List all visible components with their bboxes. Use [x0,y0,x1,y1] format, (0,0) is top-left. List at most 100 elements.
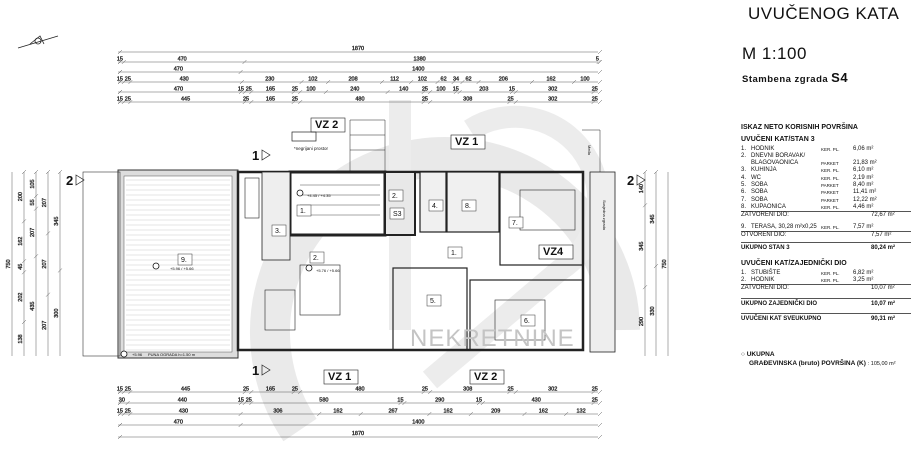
dim-tick [427,99,433,105]
cell-n: 5. [741,182,747,189]
dim-label: 430 [180,77,189,83]
dim-label: 55 [30,199,36,205]
dim-label: 580 [319,398,328,404]
cell-n: 1. [741,145,747,152]
dim-tick [476,400,482,406]
dim-label: 34 [453,77,459,83]
stan-title: UVUČENI KAT/STAN 3 [741,136,815,144]
dim-tick [117,69,123,75]
dim-tick [513,99,518,105]
stan-closed: ZATVORENI DIO:72,67 m² [741,211,911,219]
dim-tick [358,411,363,417]
dim-label: 112 [390,77,399,83]
dim-label: 25 [246,398,252,404]
dim-tick [509,89,515,95]
dim-label: 430 [179,409,188,415]
label: ZATVORENI DIO: [741,212,789,219]
cell-name: KUPAONICA [751,203,786,210]
drawing-scale: M 1:100 [742,44,807,63]
dim-label: 25 [592,87,598,93]
zone-label: VZ 2 [474,371,497,383]
section-mark: 1 [252,148,259,163]
dim-label: 25 [292,387,298,393]
cell-n: 2. [741,277,747,284]
cell-floor: KER. PL. [821,175,840,181]
dim-label: 435 [30,302,36,311]
room-number: 9. [181,257,187,264]
dim-label: 25 [592,387,598,393]
dim-tick [117,411,123,417]
zone-label: VZ 1 [328,371,351,383]
note-unheated: *negrijani prostor [294,146,329,151]
dim-label: 240 [350,87,359,93]
cell-n: 1. [741,269,747,276]
dim-tick [476,79,481,85]
dim-label: 302 [548,97,557,103]
dim-tick [298,389,303,395]
cell-name: SOBA [751,196,768,203]
cell-n: 6. [741,189,747,196]
dim-label: 15 [476,398,482,404]
dim-label: 25 [243,97,249,103]
dim-label: 308 [463,387,472,393]
dim-tick [591,400,596,406]
dim-label: 162 [546,77,555,83]
dim-label: 45 [18,264,24,270]
dim-label: 140 [639,184,645,193]
dim-label: 207 [42,321,48,330]
room-number: 1. [300,208,306,215]
dim-label: 5 [596,57,599,63]
gross-value: : 105,00 m² [867,361,896,367]
dim-label: 1380 [413,57,425,63]
dim-tick [299,79,304,85]
dim-tick [513,89,518,95]
dim-tick [427,411,432,417]
dim-label: 25 [592,97,598,103]
value: 10,07 m² [871,300,896,307]
cell-name: SOBA [751,189,768,196]
dim-tick [460,79,465,85]
dim-label: 345 [650,214,656,223]
dim-tick [121,411,126,417]
dim-tick [427,389,433,395]
dim-label: 15 [117,97,123,103]
dim-label: 25 [243,387,249,393]
room-number: 2. [392,193,398,200]
dim-label: 308 [463,97,472,103]
level-marker-icon [305,264,313,272]
room-number: 2. [313,255,319,262]
dim-label: 25 [125,97,131,103]
section-mark: 2 [627,173,634,188]
label: UKUPNO ZAJEDNIČKI DIO [741,300,818,307]
dim-label: 1400 [412,420,424,426]
cell-floor: KER. PL. [821,224,840,230]
room-number: 5. [430,298,436,305]
dim-tick [451,79,456,85]
room-number: 3. [275,228,281,235]
dim-tick [507,99,512,105]
dim-tick [242,389,247,395]
dim-label: 206 [499,77,508,83]
cell-floor: KER. PL. [821,204,840,210]
dim-label: 203 [479,87,488,93]
cell-floor: PARKET [821,190,839,196]
dim-tick [291,389,296,395]
gross-label: GRAĐEVINSKA (bruto) POVRŠINA (K) [749,360,866,367]
dim-tick [421,99,426,105]
dim-label: 162 [333,409,342,415]
value: 10,07 m² [871,285,895,292]
dim-total-top: 1870 [352,46,364,52]
dim-tick [571,79,577,85]
dim-label: 25 [422,97,428,103]
dim-label: 100 [306,87,315,93]
dim-label: 25 [422,387,428,393]
cell-n: 9. [741,223,747,230]
level-stair: +4.45 / +4.35 [307,193,331,198]
cell-n: 2. [741,152,747,159]
value: 7,57 m² [871,231,892,238]
